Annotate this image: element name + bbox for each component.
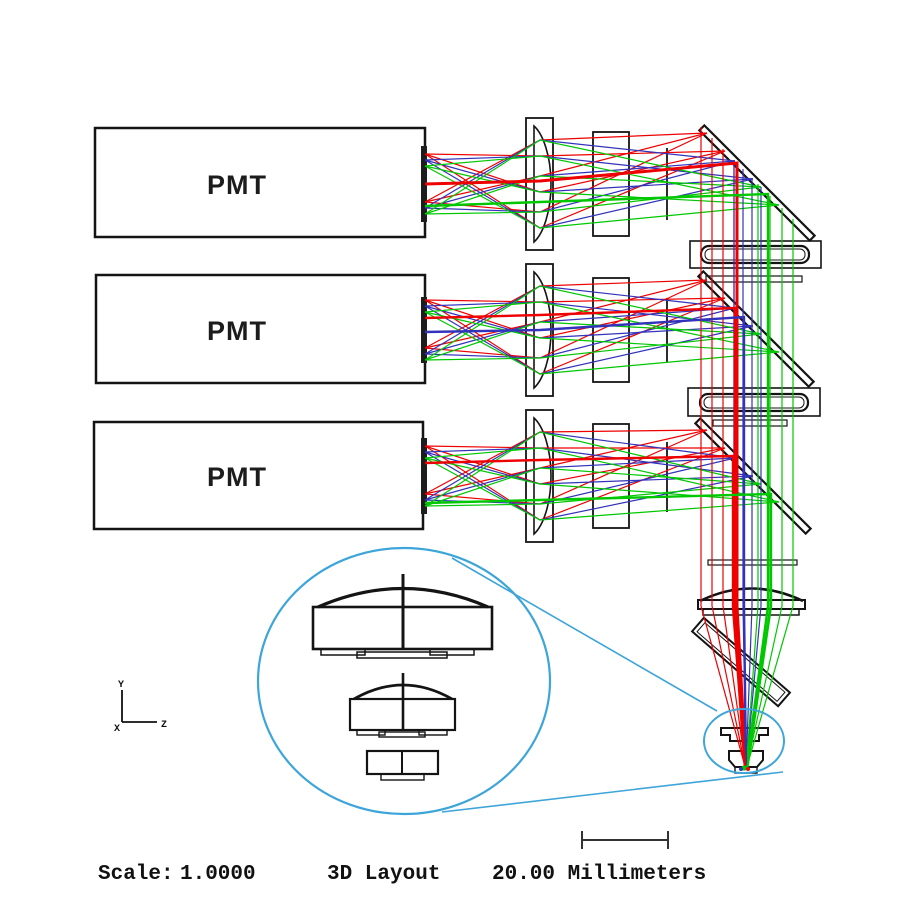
light-ray xyxy=(424,315,748,771)
light-ray xyxy=(424,454,747,770)
filter-1 xyxy=(592,131,630,237)
focal-spot xyxy=(746,767,750,771)
light-ray xyxy=(424,155,780,206)
light-ray xyxy=(745,178,753,771)
light-ray xyxy=(424,165,780,206)
filter-3 xyxy=(592,423,630,529)
text-layer: PMT PMT PMT Scale: 1.0000 3D Layout 20.0… xyxy=(98,170,706,886)
light-ray xyxy=(745,187,762,771)
inset-connector-line-top xyxy=(451,557,718,712)
light-ray xyxy=(424,306,748,770)
axis-label-y: Y xyxy=(118,680,124,691)
pmt-box-3 xyxy=(92,420,425,531)
light-ray xyxy=(424,447,780,503)
inset-highlight-ellipse xyxy=(256,546,552,816)
light-ray xyxy=(424,301,780,353)
focus-highlight-ellipse xyxy=(703,708,785,774)
pmt-box-2 xyxy=(94,273,427,385)
inset-connector-line-bottom xyxy=(441,771,784,813)
thin-plate-1 xyxy=(705,275,803,283)
light-ray xyxy=(424,311,780,375)
light-ray xyxy=(745,208,783,771)
pmt-label-1: PMT xyxy=(207,170,267,200)
light-ray xyxy=(424,467,762,507)
axis-label-z: Z xyxy=(161,720,167,731)
thin-plate-2 xyxy=(712,419,788,427)
rays-layer xyxy=(424,127,794,771)
lens-housing-3 xyxy=(525,409,554,543)
light-ray xyxy=(424,161,748,770)
pmt-face-2 xyxy=(421,297,427,363)
focus-lens-tip xyxy=(734,766,758,774)
relay-assembly-2 xyxy=(687,387,821,427)
axis-indicator: Y Z X xyxy=(114,680,167,735)
light-ray xyxy=(745,184,759,771)
light-ray xyxy=(424,192,770,771)
axis-label-x: X xyxy=(114,724,120,735)
footer-scale-label: Scale: xyxy=(98,863,174,886)
light-ray xyxy=(424,175,762,215)
light-ray xyxy=(711,138,747,771)
light-ray xyxy=(424,457,780,521)
light-ray xyxy=(745,219,794,771)
light-ray xyxy=(424,431,762,507)
collimating-lens-1 xyxy=(533,124,552,244)
light-ray xyxy=(424,321,762,361)
scale-bar xyxy=(581,831,669,849)
light-ray xyxy=(424,139,762,215)
lens-housing-1 xyxy=(525,117,554,251)
pmt-face-3 xyxy=(421,438,427,514)
inset-lens-medium xyxy=(348,673,457,738)
pmt-face-1 xyxy=(421,146,427,222)
inset-lens-small xyxy=(365,749,440,781)
pmt-box-1 xyxy=(93,126,427,239)
light-ray xyxy=(722,149,747,771)
pmt-label-3: PMT xyxy=(207,462,267,492)
light-ray xyxy=(424,186,762,215)
filter-2 xyxy=(592,277,630,383)
focal-spot xyxy=(739,767,743,771)
collimating-lens-3 xyxy=(533,416,552,536)
pmt-label-2: PMT xyxy=(207,316,267,346)
inset-magnifier xyxy=(256,546,785,816)
inset-lens-large xyxy=(311,574,494,659)
light-ray xyxy=(424,165,780,229)
light-ray xyxy=(424,492,773,771)
footer-layout-label: 3D Layout xyxy=(327,863,440,886)
light-ray xyxy=(424,285,762,361)
light-ray xyxy=(424,311,780,353)
footer-dimension-label: 20.00 Millimeters xyxy=(492,863,706,886)
light-ray xyxy=(424,483,762,507)
light-ray xyxy=(700,127,747,771)
optics-layer xyxy=(92,117,822,774)
footer-scale-value: 1.0000 xyxy=(180,863,256,886)
light-ray xyxy=(424,333,762,361)
